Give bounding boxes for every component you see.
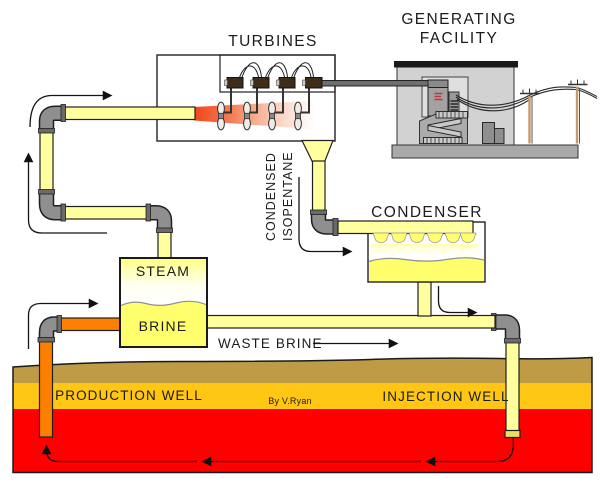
flow-arrow-production	[27, 298, 99, 349]
separator-outline	[119, 257, 208, 348]
turbines-title: TURBINES	[228, 33, 318, 50]
flow-arrow	[41, 444, 197, 463]
isopentane-loop-pipes	[38, 104, 196, 233]
generator-block	[278, 77, 296, 89]
condenser-sprays	[368, 244, 481, 258]
drive-shaft	[321, 80, 431, 87]
injection-well-label: INJECTION WELL	[382, 389, 509, 404]
condensed-isopentane-pipe: CONDENSED ISOPENTANE	[264, 139, 339, 241]
rock-layer	[13, 383, 592, 409]
ground-outline	[12, 356, 593, 474]
building-slab	[391, 144, 579, 159]
condenser-unit: CONDENSER	[337, 204, 486, 283]
generator-room-box	[219, 54, 336, 93]
injection-pipe-cap	[504, 429, 521, 439]
facility-title-line1: GENERATING	[401, 11, 516, 28]
turbine-rotors	[217, 88, 310, 131]
power-pole	[568, 79, 588, 144]
facility-title-line2: FACILITY	[420, 30, 498, 47]
turbine-unit: TURBINES	[156, 33, 336, 142]
transformer-box	[482, 122, 495, 144]
brine-surface-line	[120, 300, 207, 307]
condensed-label-line2: ISOPENTANE	[281, 151, 295, 241]
generator-block	[305, 77, 323, 89]
flow-arrow-vapor	[29, 90, 113, 128]
ground-layers	[12, 356, 593, 474]
flow-arrows	[23, 90, 478, 349]
generator-block	[252, 77, 270, 89]
isopentane-down-pipe	[311, 160, 326, 213]
generator-wires	[238, 62, 314, 81]
magma-flow-arrows	[41, 436, 515, 467]
tower-red-markings	[434, 92, 443, 101]
injection-riser	[505, 340, 520, 433]
condenser-drain-pipe	[417, 281, 432, 317]
power-pole	[520, 88, 539, 144]
topsoil-layer	[13, 357, 592, 384]
transformer-box	[494, 128, 505, 144]
building-roof	[394, 61, 518, 68]
condensed-label-line1: CONDENSED	[264, 152, 278, 241]
credit-label: By V.Ryan	[268, 396, 312, 406]
magma-layer	[13, 409, 592, 473]
generator-block	[226, 77, 244, 89]
steam-label: STEAM	[136, 263, 190, 279]
power-lines	[455, 86, 598, 112]
left-riser-pipe	[39, 130, 54, 194]
separator-tank: STEAM BRINE	[119, 230, 208, 348]
stairs	[419, 111, 468, 144]
vent-slats	[450, 100, 458, 111]
vapor-feed-pipe	[62, 106, 196, 121]
condenser-title: CONDENSER	[371, 204, 483, 221]
flow-arrow-condenser-in	[298, 177, 353, 257]
separator-top-pipe	[157, 230, 172, 260]
brine-zone	[121, 301, 206, 346]
generating-facility: GENERATING FACILITY	[321, 11, 598, 159]
injection-well-pipe	[491, 313, 521, 439]
condenser-nozzles	[372, 232, 477, 244]
brine-label: BRINE	[139, 318, 188, 334]
production-riser	[38, 340, 54, 438]
flow-arrow	[425, 436, 515, 467]
condenser-feed-pipe	[337, 220, 474, 235]
flow-arrow-riser	[23, 152, 107, 234]
steam-zone	[121, 259, 206, 305]
flow-arrow-condenser-out	[437, 286, 478, 318]
generator-blocks	[224, 77, 323, 89]
collector-funnel	[301, 139, 334, 163]
production-well-label: PRODUCTION WELL	[55, 388, 203, 403]
loop-lower-pipe	[62, 205, 149, 220]
condenser-liquid	[369, 257, 484, 281]
waste-brine-pipe	[206, 314, 496, 329]
hot-brine-pipe	[57, 317, 122, 332]
waste-brine-label: WASTE BRINE	[218, 336, 323, 351]
